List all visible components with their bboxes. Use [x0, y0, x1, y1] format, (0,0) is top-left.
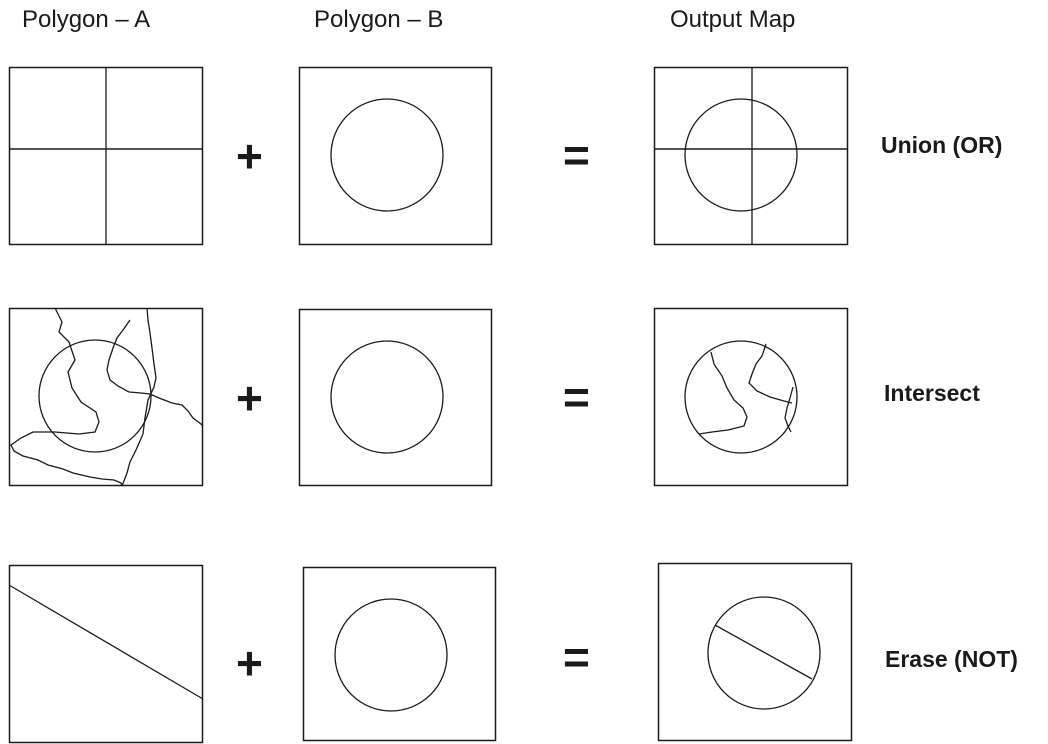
header-polygon-a: Polygon – A: [22, 6, 151, 33]
polygon-a-intersect-panel: [9, 308, 203, 486]
operation-label-intersect: Intersect: [884, 380, 980, 406]
diagonal-chord-line: [715, 625, 812, 679]
polygon-a-erase-panel: [9, 565, 203, 743]
output-erase-panel: [658, 563, 852, 741]
circle-polygon: [685, 341, 797, 453]
panel-frame: [300, 68, 492, 245]
diagonal-line: [9, 585, 203, 699]
plus-operator: +: [236, 130, 263, 182]
panel-frame: [300, 310, 492, 486]
clipped-boundary-line-edge: [785, 387, 793, 432]
irregular-boundary-line-right: [122, 308, 156, 486]
circle-polygon: [708, 597, 820, 709]
circle-outline: [39, 340, 151, 452]
output-union-panel: [654, 67, 848, 245]
clipped-boundary-line-right: [749, 344, 792, 403]
polygon-b-intersect-panel: [299, 309, 492, 486]
plus-operator: +: [236, 637, 263, 689]
equals-operator: =: [563, 631, 590, 683]
circle-polygon: [685, 99, 797, 211]
circle-polygon: [331, 99, 443, 211]
clipped-boundary-line-left: [699, 352, 747, 434]
panel-frame: [304, 568, 496, 741]
panel-frame: [655, 68, 848, 245]
irregular-boundary-line-inner: [107, 320, 203, 426]
panel-frame: [659, 564, 852, 741]
panel-frame: [10, 566, 203, 743]
equals-operator: =: [563, 371, 590, 423]
output-intersect-panel: [654, 308, 848, 486]
header-output-map: Output Map: [670, 6, 796, 33]
plus-operator: +: [236, 372, 263, 424]
panel-frame: [655, 309, 848, 486]
operation-label-union: Union (OR): [881, 132, 1003, 158]
operation-label-erase: Erase (NOT): [885, 646, 1018, 672]
polygon-a-union-panel: [9, 67, 203, 245]
circle-polygon: [335, 599, 447, 711]
circle-polygon: [331, 341, 443, 453]
panel-frame: [10, 309, 203, 486]
polygon-b-union-panel: [299, 67, 492, 245]
equals-operator: =: [563, 129, 590, 181]
irregular-boundary-line-left: [11, 308, 122, 486]
header-polygon-b: Polygon – B: [314, 6, 444, 33]
polygon-b-erase-panel: [303, 567, 496, 741]
